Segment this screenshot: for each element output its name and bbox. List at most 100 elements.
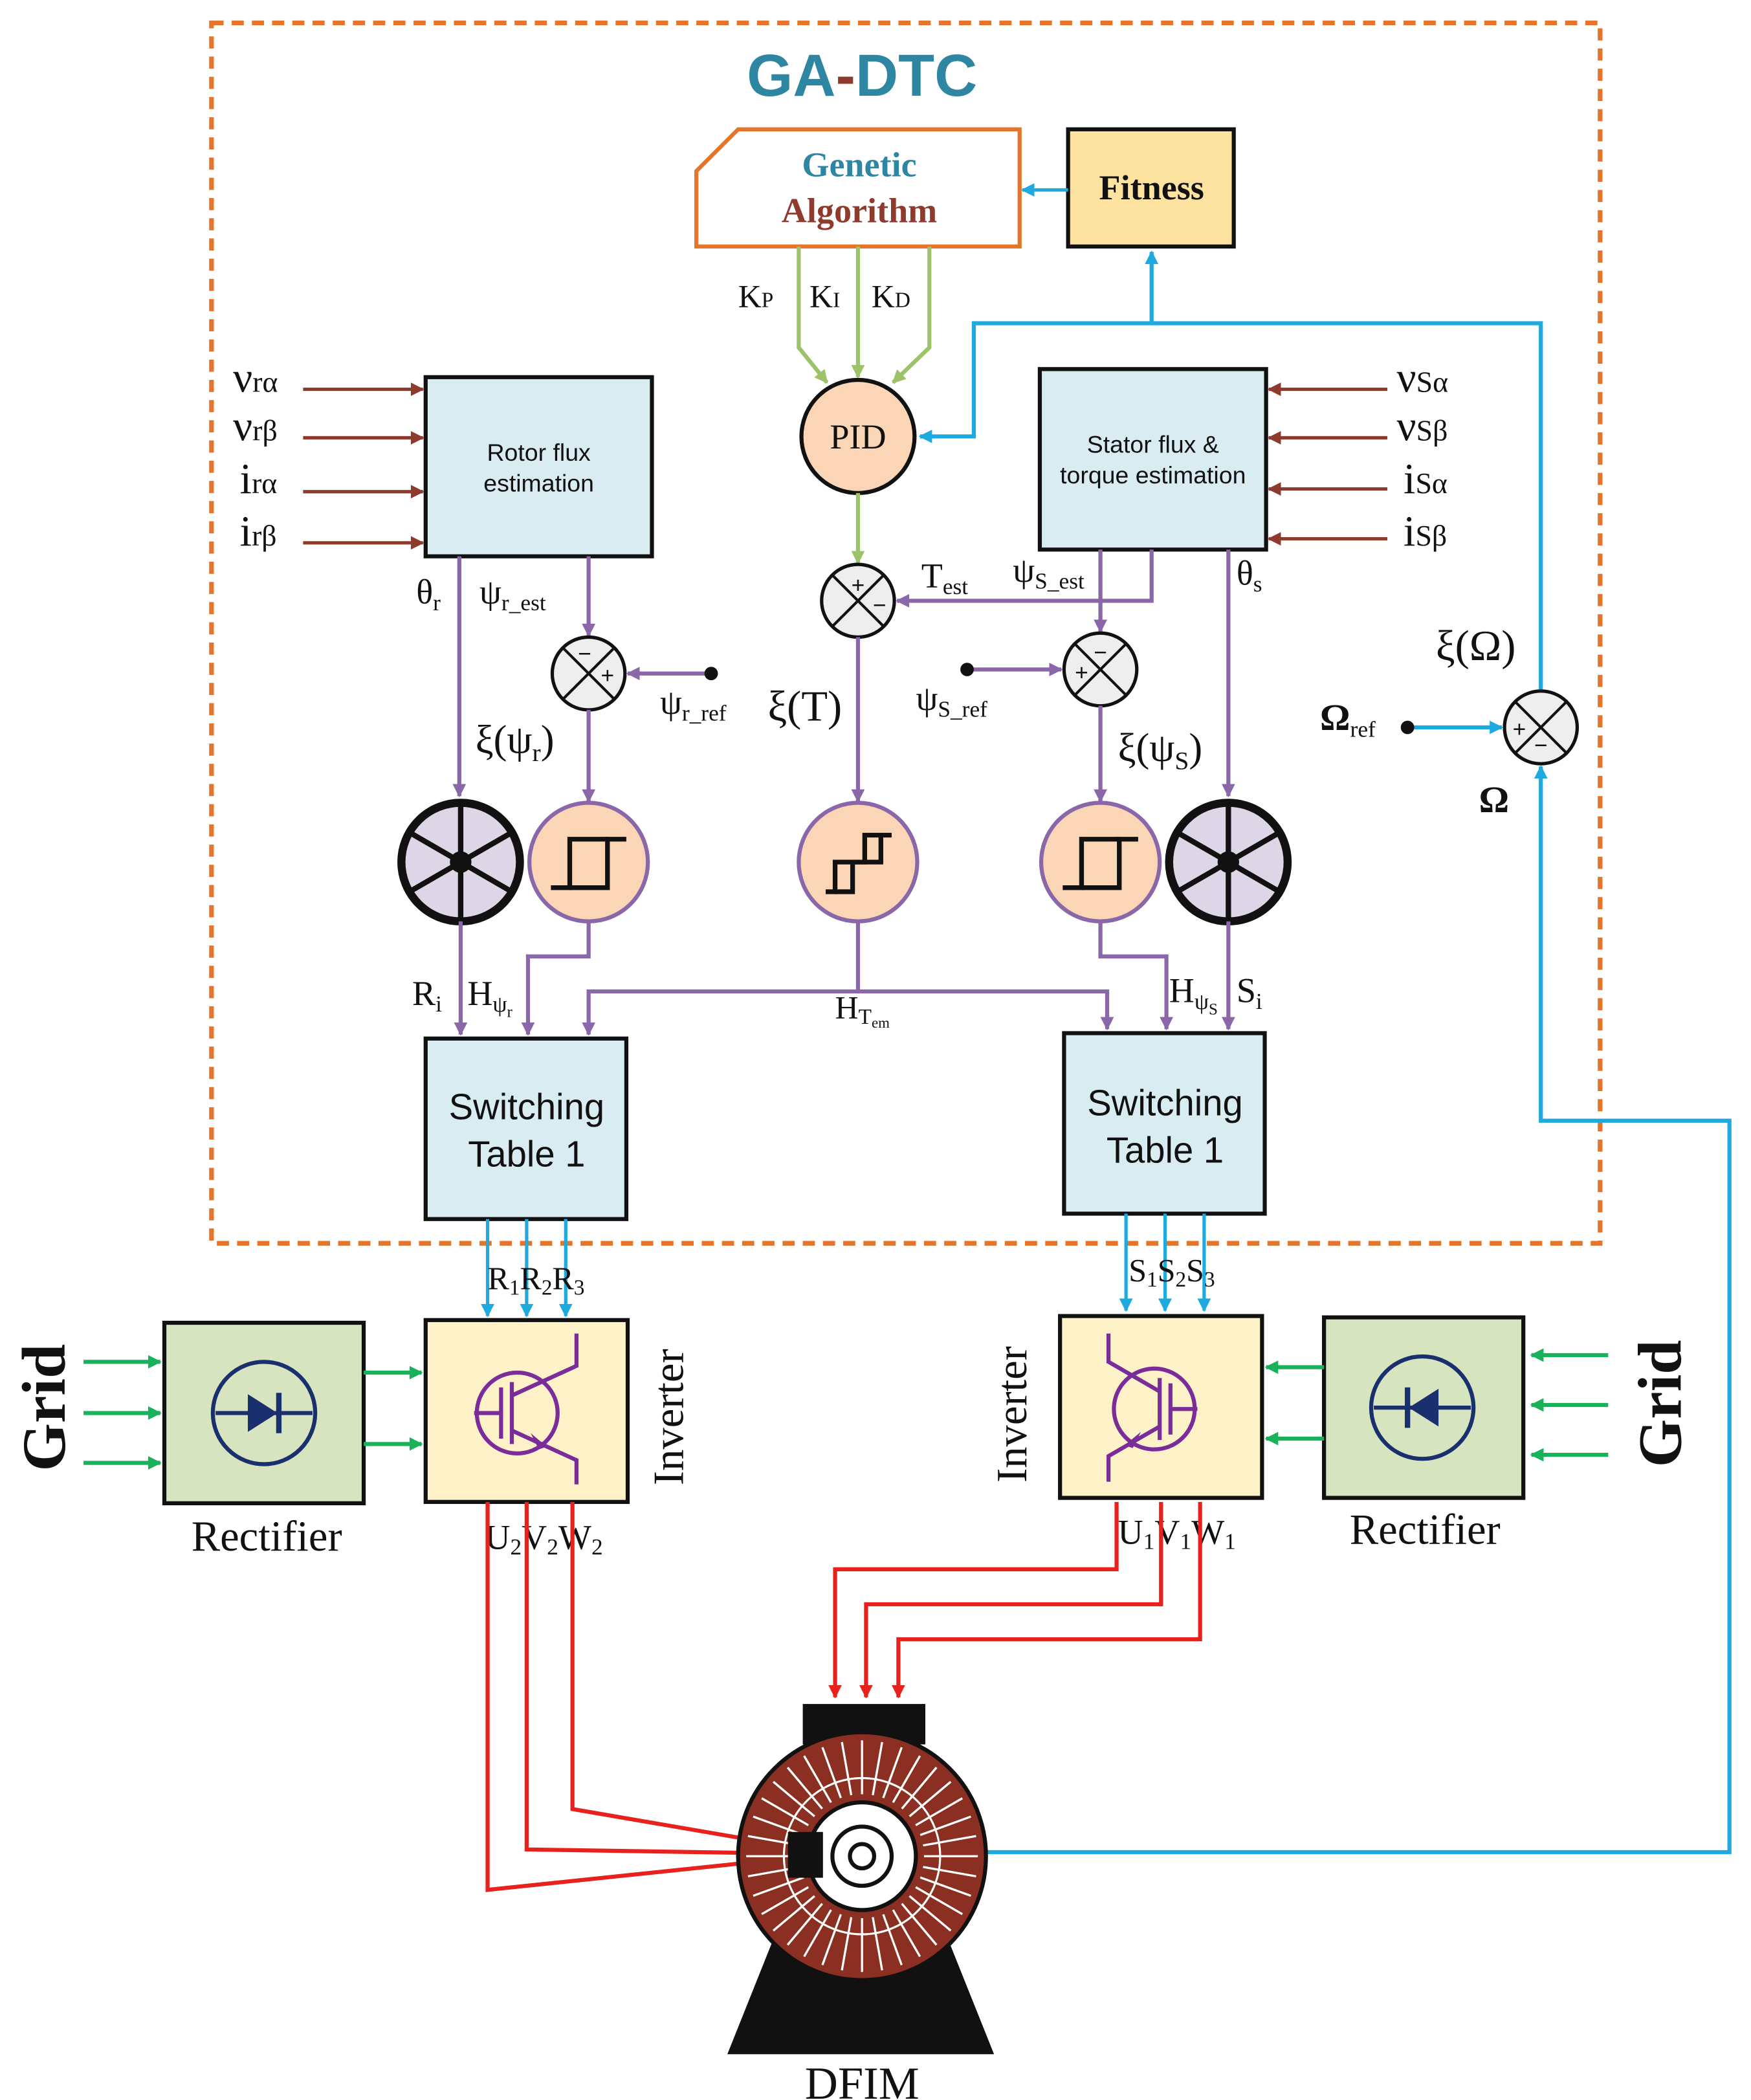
switching-table-left-label-2: Table 1 xyxy=(468,1134,585,1175)
omega-label: Ω xyxy=(1479,779,1509,821)
rectifier-right xyxy=(1322,1315,1526,1500)
igbt-left-icon xyxy=(474,1333,579,1485)
speed-summing-junction: + − xyxy=(1503,689,1580,766)
i-rbeta-label: irβ xyxy=(240,508,277,555)
motor-slot-line xyxy=(872,1741,883,1796)
rotor-flux-hysteresis-comparator xyxy=(527,801,650,923)
torque-sum-plus: + xyxy=(852,573,865,598)
motor-slot-line xyxy=(821,1747,842,1798)
inverter-right-label: Inverter xyxy=(989,1346,1036,1483)
rectifier-left-label: Rectifier xyxy=(192,1513,342,1560)
uvw1-label: U1V1W1 xyxy=(1118,1512,1236,1554)
stator-sector-selector xyxy=(1165,799,1292,925)
stator-sum-minus: − xyxy=(1094,640,1107,665)
switching-table-left: Switching Table 1 xyxy=(423,1036,629,1221)
genetic-algorithm-label-2: Algorithm xyxy=(782,191,937,230)
psi-r-ref-label: ψr_ref xyxy=(660,683,727,725)
s-signals-label: S1S2S3 xyxy=(1129,1252,1215,1291)
fitness-block: Fitness xyxy=(1066,127,1236,249)
h-tem-right-line xyxy=(857,989,1114,1031)
rotor-sector-selector xyxy=(397,799,524,925)
inverter-left-label: Inverter xyxy=(645,1349,692,1485)
motor-slot-line xyxy=(753,1815,804,1837)
diode-right-icon xyxy=(1369,1354,1476,1461)
h-tem-left-line xyxy=(582,921,861,1036)
stator-estimation-label-2: torque estimation xyxy=(1060,461,1246,489)
inverter-left xyxy=(423,1318,630,1504)
h-tem-label: HTem xyxy=(835,989,890,1032)
inverter-right xyxy=(1058,1314,1264,1500)
torque-summing-junction: + − xyxy=(820,562,896,639)
stator-sum-plus: + xyxy=(1075,660,1088,685)
v-sbeta-label: νSβ xyxy=(1397,403,1448,450)
psi-r-est-label: ψr_est xyxy=(479,572,546,615)
motor-slip-rings xyxy=(787,1831,823,1878)
motor-slot-line xyxy=(841,1917,853,1971)
switching-table-right: Switching Table 1 xyxy=(1062,1031,1267,1216)
rotor-flux-estimation-label-1: Rotor flux xyxy=(487,439,591,466)
motor-slot-line xyxy=(882,1747,903,1798)
grid-left-label: Grid xyxy=(10,1344,78,1472)
xi-t-label: ξ(T) xyxy=(767,683,842,731)
w1-power-line xyxy=(891,1501,1202,1699)
psi-s-est-label: ψS_est xyxy=(1013,551,1085,593)
motor-slot-line xyxy=(772,1780,815,1817)
stator-flux-hysteresis-comparator xyxy=(1039,801,1162,923)
i-ralpha-label: irα xyxy=(240,456,278,503)
si-label: Si xyxy=(1237,971,1262,1014)
speed-error-to-pid-and-fitness xyxy=(918,321,1543,691)
rotor-flux-summing-junction: − + xyxy=(550,635,627,712)
kd-label: KD xyxy=(872,278,910,315)
stator-estimation-label-1: Stator flux & xyxy=(1087,430,1219,458)
v-rbeta-label: νrβ xyxy=(233,403,278,450)
t-est-line xyxy=(896,549,1154,608)
psi-r-ref-dot xyxy=(704,667,718,681)
motor-slot-line xyxy=(872,1917,883,1971)
fitness-label: Fitness xyxy=(1099,168,1204,207)
v1-power-line xyxy=(859,1501,1163,1699)
pid-block: PID xyxy=(799,377,917,495)
h-psi-r-label: Hψr xyxy=(467,974,512,1021)
ga-dtc-frame xyxy=(209,20,1603,1246)
rectifier-left xyxy=(162,1320,366,1506)
speed-sum-plus: + xyxy=(1513,717,1526,742)
motor-slot-line xyxy=(909,1895,952,1932)
title-dash: - xyxy=(836,43,855,109)
igbt-right-icon xyxy=(1106,1333,1198,1482)
motor-slot-line xyxy=(923,1866,976,1877)
switching-table-right-label-2: Table 1 xyxy=(1107,1129,1224,1170)
switching-table-right-label-1: Switching xyxy=(1087,1082,1242,1123)
title-ga: GA xyxy=(747,43,835,109)
r-signals-label: R1R2R3 xyxy=(488,1260,585,1299)
v2-power-line xyxy=(524,1501,786,1861)
u1-power-line xyxy=(828,1501,1119,1699)
speed-feedback-line xyxy=(881,765,1732,1855)
xi-psi-s-label: ξ(ψS) xyxy=(1118,725,1203,775)
rectifier-right-label: Rectifier xyxy=(1350,1506,1501,1553)
v-ralpha-label: νrα xyxy=(233,355,278,402)
rotor-sum-minus: − xyxy=(578,641,591,667)
title-dtc: DTC xyxy=(855,43,977,109)
theta-s-label: θs xyxy=(1237,553,1262,596)
torque-hysteresis-comparator xyxy=(797,801,920,923)
motor-slot-line xyxy=(920,1815,971,1837)
motor-slot-line xyxy=(909,1780,952,1817)
uvw2-label: U2V2W2 xyxy=(485,1518,602,1560)
motor-slot-line xyxy=(901,1903,938,1946)
dfim-label: DFIM xyxy=(805,2059,920,2100)
rotor-flux-estimation-label-2: estimation xyxy=(483,470,594,497)
motor-slot-line xyxy=(761,1797,809,1826)
i-salpha-label: iSα xyxy=(1404,456,1448,503)
xi-omega-label: ξ(Ω) xyxy=(1436,623,1516,670)
motor-slot-line xyxy=(892,1755,921,1804)
pid-label: PID xyxy=(830,417,886,456)
omega-ref-dot xyxy=(1400,720,1415,735)
speed-sum-minus: − xyxy=(1534,733,1548,758)
stator-flux-summing-junction: − + xyxy=(1062,631,1139,708)
kp-arrow xyxy=(797,246,829,384)
w2-power-line xyxy=(570,1501,786,1850)
motor-slot-line xyxy=(882,1914,903,1966)
genetic-algorithm-block: Genetic Algorithm xyxy=(694,127,1022,249)
v-salpha-label: νSα xyxy=(1397,355,1449,402)
xi-psi-r-label: ξ(ψr) xyxy=(476,717,555,767)
